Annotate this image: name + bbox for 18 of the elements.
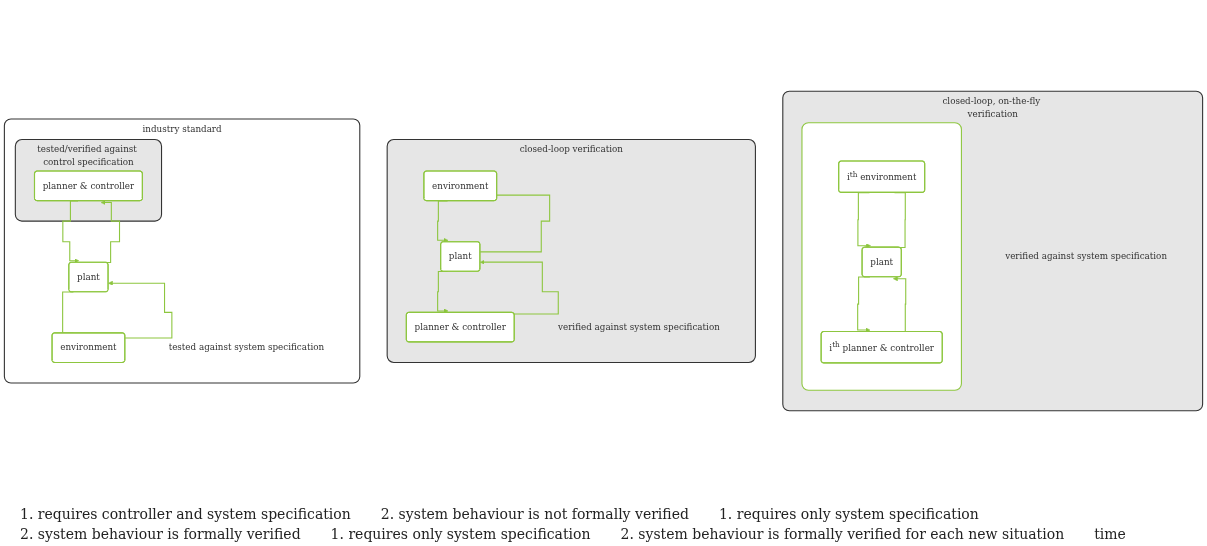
arrow bbox=[857, 192, 871, 249]
arrow bbox=[437, 270, 449, 314]
arrow bbox=[62, 200, 80, 264]
arrow bbox=[108, 280, 173, 339]
note-text: time bbox=[1094, 526, 1126, 542]
note-text: 1. requires only system specification bbox=[718, 506, 979, 522]
note-text: 1. requires controller and system specification bbox=[20, 506, 351, 522]
cluster bbox=[801, 122, 962, 391]
arrow bbox=[479, 259, 559, 315]
note-text: 2. system behaviour is not formally verified bbox=[380, 506, 689, 522]
arrow bbox=[437, 200, 449, 243]
note-text: 2. system behaviour is formally verified for each new situation bbox=[620, 526, 1065, 542]
note-text: 2. system behaviour is formally verified bbox=[20, 526, 301, 542]
arrow bbox=[100, 200, 121, 264]
arrow bbox=[893, 276, 907, 333]
connector bbox=[479, 194, 551, 253]
arrow bbox=[857, 276, 871, 333]
note-text: 1. requires only system specification bbox=[330, 526, 591, 542]
